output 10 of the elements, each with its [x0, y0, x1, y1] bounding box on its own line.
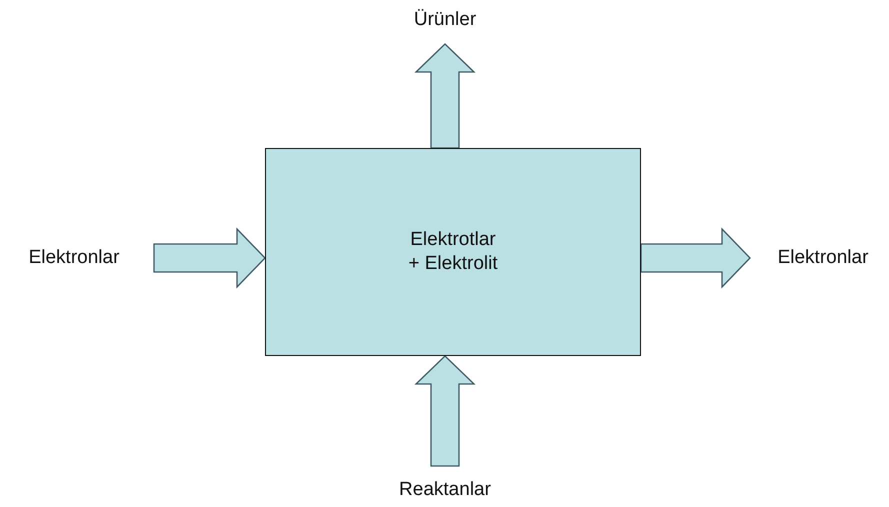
block-arrow	[414, 355, 476, 467]
block-arrow	[640, 227, 751, 289]
flow-label: Elektronlar	[778, 247, 868, 269]
flow-label: Reaktanlar	[399, 479, 491, 501]
box-label: Elektrotlar + Elektrolit	[407, 228, 499, 276]
process-box	[265, 148, 641, 356]
block-arrow	[153, 227, 266, 289]
block-arrow	[414, 43, 476, 149]
flow-label: Ürünler	[414, 9, 476, 31]
flow-label: Elektronlar	[28, 247, 120, 269]
